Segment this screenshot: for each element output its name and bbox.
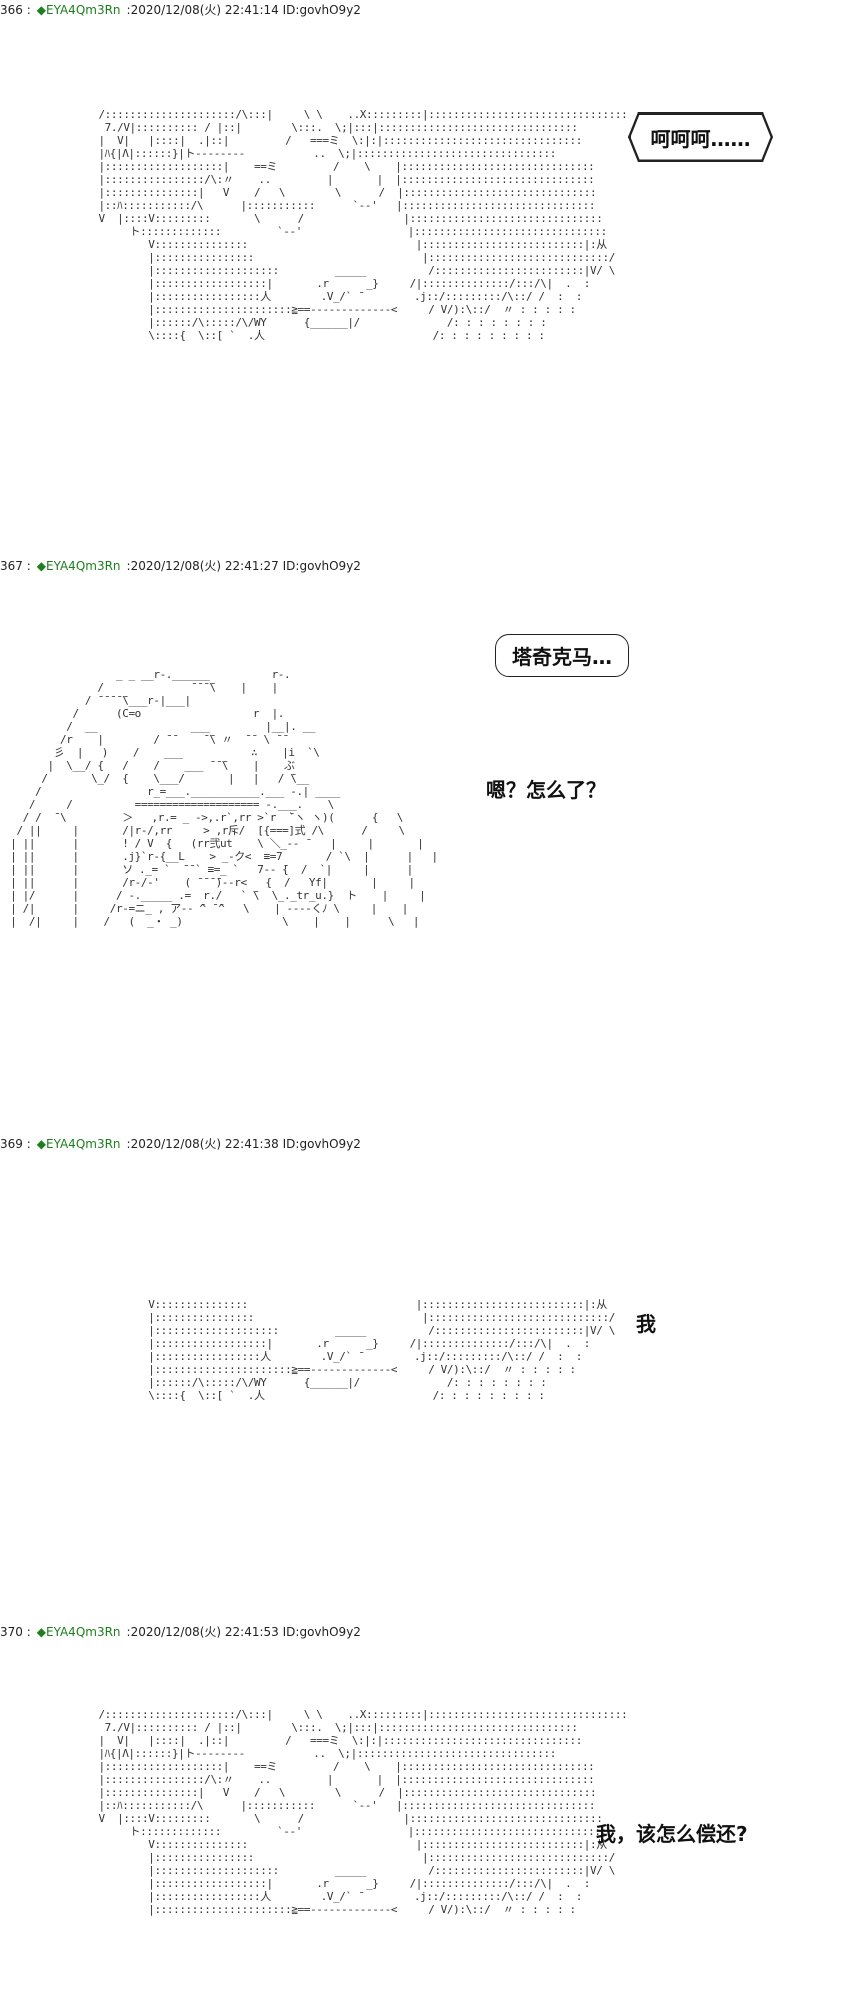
ascii-art: V::::::::::::::: |::::::::::::::::::::::… bbox=[148, 1298, 615, 1402]
ascii-art: /:::::::::::::::::::::/\:::| \ \ ..X::::… bbox=[98, 1708, 628, 1916]
post-number: 367 : bbox=[0, 559, 31, 573]
speech-text: 呵呵呵…… bbox=[631, 115, 771, 160]
post-header: 369 : ◆EYA4Qm3Rn :2020/12/08(火) 22:41:38 I… bbox=[0, 1136, 361, 1152]
post-header: 367 : ◆EYA4Qm3Rn :2020/12/08(火) 22:41:27 I… bbox=[0, 558, 361, 574]
ascii-art: _ _ __r-.______ r-. / ̄ ̄ ̄ ̄\ | | / ̄ ̄… bbox=[10, 668, 438, 928]
poster-name[interactable]: ◆EYA4Qm3Rn bbox=[36, 3, 121, 17]
poster-name[interactable]: ◆EYA4Qm3Rn bbox=[36, 1625, 121, 1639]
poster-name[interactable]: ◆EYA4Qm3Rn bbox=[36, 559, 121, 573]
speech-bubble: 呵呵呵…… bbox=[628, 112, 773, 162]
post-number: 369 : bbox=[0, 1137, 31, 1151]
post-number: 370 : bbox=[0, 1625, 31, 1639]
speech-text: 塔奇克马… bbox=[512, 645, 612, 669]
speech-text-tachikoma: 嗯？怎么了？ bbox=[486, 778, 606, 802]
speech-text: 我 bbox=[636, 1312, 656, 1336]
speech-text: 我，该怎么偿还? bbox=[596, 1822, 748, 1846]
speech-bubble: 塔奇克马… bbox=[495, 634, 629, 677]
post-number: 366 : bbox=[0, 3, 31, 17]
post-header: 370 : ◆EYA4Qm3Rn :2020/12/08(火) 22:41:53 I… bbox=[0, 1624, 361, 1640]
post-meta: :2020/12/08(火) 22:41:14 ID:govhO9y2 bbox=[126, 3, 361, 17]
post-meta: :2020/12/08(火) 22:41:53 ID:govhO9y2 bbox=[126, 1625, 361, 1639]
poster-name[interactable]: ◆EYA4Qm3Rn bbox=[36, 1137, 121, 1151]
post-header: 366 : ◆EYA4Qm3Rn :2020/12/08(火) 22:41:14 I… bbox=[0, 2, 361, 18]
post-meta: :2020/12/08(火) 22:41:27 ID:govhO9y2 bbox=[126, 559, 361, 573]
ascii-art: /:::::::::::::::::::::/\:::| \ \ ..X::::… bbox=[98, 108, 628, 342]
post-meta: :2020/12/08(火) 22:41:38 ID:govhO9y2 bbox=[126, 1137, 361, 1151]
